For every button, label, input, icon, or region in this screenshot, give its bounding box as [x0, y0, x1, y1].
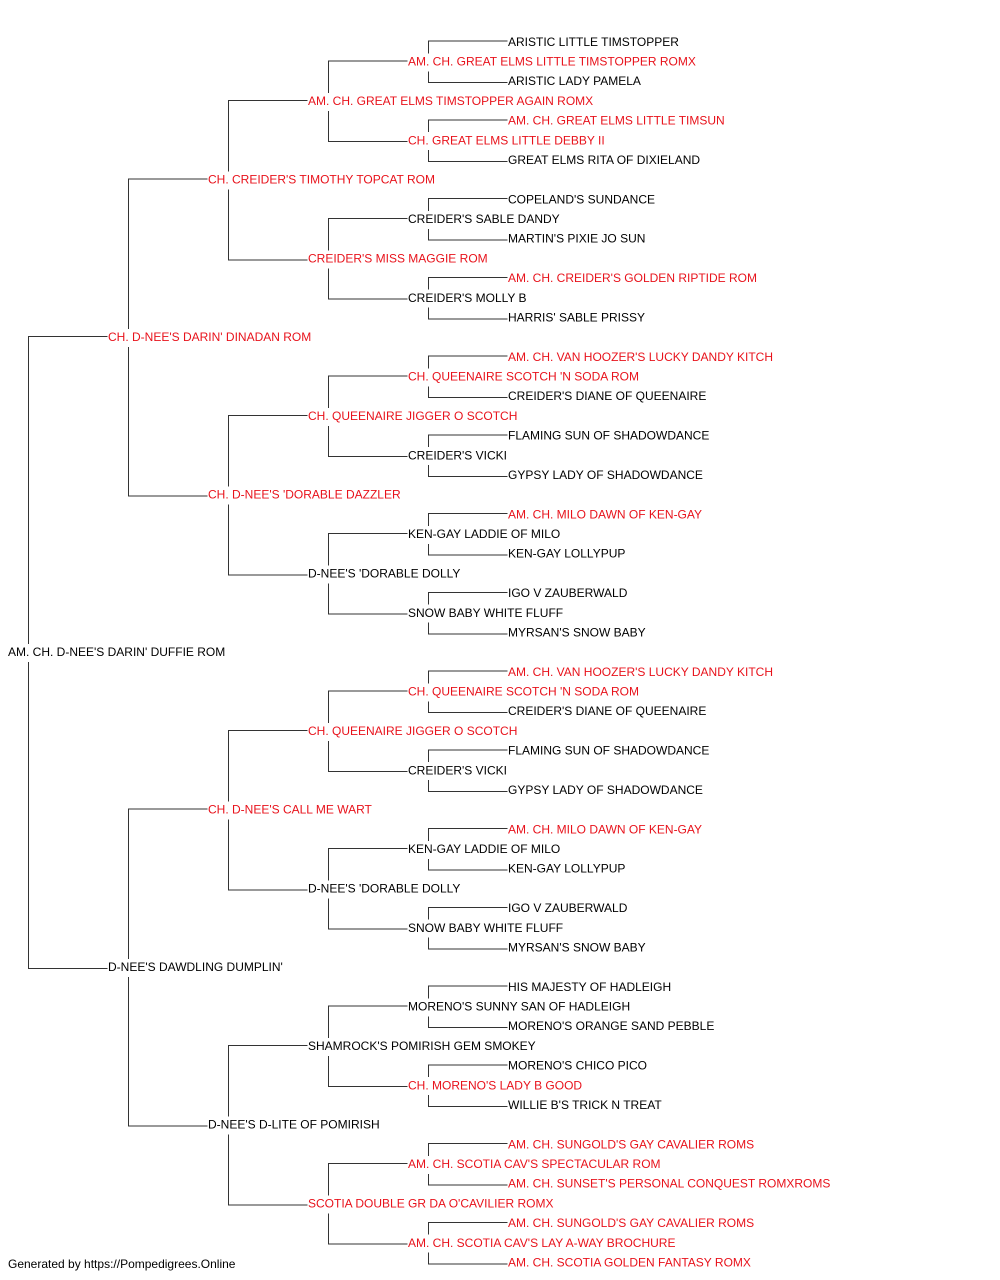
connector-dd-28 [228, 1044, 308, 1206]
connector-dsss-15 [428, 670, 508, 714]
dog-name-ddsd: CH. MORENO'S LADY B GOOD [408, 1078, 582, 1092]
dog-name-ssdss: COPELAND'S SUNDANCE [508, 192, 655, 206]
dog-name-sssdd: GREAT ELMS RITA OF DIXIELAND [508, 153, 700, 167]
dog-name-sssds: AM. CH. GREAT ELMS LITTLE TIMSUN [508, 114, 725, 128]
dog-name-dsssd: CREIDER'S DIANE OF QUEENAIRE [508, 704, 706, 718]
dog-name-dddds: AM. CH. SUNGOLD'S GAY CAVALIER ROMS [508, 1216, 754, 1230]
connector-sdd-12 [328, 532, 408, 615]
dog-name-dsd: D-NEE'S 'DORABLE DOLLY [308, 881, 460, 895]
dog-name-dsdss: AM. CH. MILO DAWN OF KEN-GAY [508, 822, 702, 836]
dog-name-dsss: CH. QUEENAIRE SCOTCH 'N SODA ROM [408, 685, 639, 699]
dog-name-dddsd: AM. CH. SUNSET'S PERSONAL CONQUEST ROMXR… [508, 1177, 830, 1191]
dog-name-dss: CH. QUEENAIRE JIGGER O SCOTCH [308, 724, 517, 738]
dog-name-sdsds: FLAMING SUN OF SHADOWDANCE [508, 429, 709, 443]
dog-name-sdsdd: GYPSY LADY OF SHADOWDANCE [508, 468, 703, 482]
dog-name-sddss: AM. CH. MILO DAWN OF KEN-GAY [508, 507, 702, 521]
connector-ddd-27 [328, 1162, 408, 1245]
dog-name-dssd: CREIDER'S VICKI [408, 763, 507, 777]
connector-sdsd-8 [428, 434, 508, 477]
dog-name-ssddd: HARRIS' SABLE PRISSY [508, 310, 645, 324]
dog-name-sssd: CH. GREAT ELMS LITTLE DEBBY II [408, 133, 605, 147]
dog-name-dsdds: IGO V ZAUBERWALD [508, 901, 628, 915]
dog-name-dssss: AM. CH. VAN HOOZER'S LUCKY DANDY KITCH [508, 665, 773, 679]
connector-ss-6 [228, 99, 308, 261]
connector-ddsd-23 [428, 1064, 508, 1107]
dog-name-dsdd: SNOW BABY WHITE FLUFF [408, 921, 563, 935]
dog-name-dds: SHAMROCK'S POMIRISH GEM SMOKEY [308, 1039, 536, 1053]
dog-name-ddd: SCOTIA DOUBLE GR DA O'CAVILIER ROMX [308, 1196, 553, 1210]
dog-name-ss: CH. CREIDER'S TIMOTHY TOPCAT ROM [208, 173, 435, 187]
dog-name-sddsd: KEN-GAY LOLLYPUP [508, 547, 625, 561]
connector-ssd-5 [328, 217, 408, 300]
dog-name-ssdd: CREIDER'S MOLLY B [408, 291, 527, 305]
pedigree-connectors [28, 40, 508, 1265]
connector-dssd-16 [428, 749, 508, 792]
connector-sss-2 [328, 60, 408, 143]
connector-ddss-22 [428, 985, 508, 1029]
dog-name-ssd: CREIDER'S MISS MAGGIE ROM [308, 251, 488, 265]
dog-name-dddd: AM. CH. SCOTIA CAV'S LAY A-WAY BROCHURE [408, 1236, 675, 1250]
connector-ssss-0 [428, 40, 508, 84]
dog-name-sdsss: AM. CH. VAN HOOZER'S LUCKY DANDY KITCH [508, 350, 773, 364]
generated-by-footer: Generated by https://Pompedigrees.Online [8, 1257, 236, 1271]
connector-sddd-11 [428, 591, 508, 635]
pedigree-labels: AM. CH. D-NEE'S DARIN' DUFFIE ROM CH. D-N… [8, 35, 830, 1270]
dog-name-ssdds: AM. CH. CREIDER'S GOLDEN RIPTIDE ROM [508, 271, 757, 285]
dog-name-dssds: FLAMING SUN OF SHADOWDANCE [508, 744, 709, 758]
dog-name-d: D-NEE'S DAWDLING DUMPLIN' [108, 960, 283, 974]
dog-name-sdsd: CREIDER'S VICKI [408, 448, 507, 462]
dog-name-ddds: AM. CH. SCOTIA CAV'S SPECTACULAR ROM [408, 1157, 661, 1171]
dog-name-ddssd: MORENO'S ORANGE SAND PEBBLE [508, 1019, 714, 1033]
dog-name-ssds: CREIDER'S SABLE DANDY [408, 212, 560, 226]
dog-name-dssdd: GYPSY LADY OF SHADOWDANCE [508, 783, 703, 797]
connector-sd-13 [228, 414, 308, 576]
dog-name-sdd: D-NEE'S 'DORABLE DOLLY [308, 566, 460, 580]
dog-name-dsdsd: KEN-GAY LOLLYPUP [508, 862, 625, 876]
connector-dss-17 [328, 690, 408, 773]
dog-name-sssss: ARISTIC LITTLE TIMSTOPPER [508, 35, 679, 49]
connector-sds-9 [328, 375, 408, 458]
dog-name-ssssd: ARISTIC LADY PAMELA [508, 74, 641, 88]
connector-subject-30 [28, 336, 108, 969]
connector-dsds-18 [428, 828, 508, 871]
connector-dsd-20 [328, 847, 408, 930]
dog-name-dd: D-NEE'S D-LITE OF POMIRISH [208, 1118, 380, 1132]
dog-name-ds: CH. D-NEE'S CALL ME WART [208, 803, 373, 817]
dog-name-dddss: AM. CH. SUNGOLD'S GAY CAVALIER ROMS [508, 1137, 754, 1151]
dog-name-sss: AM. CH. GREAT ELMS TIMSTOPPER AGAIN ROMX [308, 94, 593, 108]
dog-name-ddss: MORENO'S SUNNY SAN OF HADLEIGH [408, 1000, 630, 1014]
dog-name-dsds: KEN-GAY LADDIE OF MILO [408, 842, 560, 856]
connector-s-14 [128, 178, 208, 497]
connector-sdss-7 [428, 355, 508, 399]
dog-name-ssss: AM. CH. GREAT ELMS LITTLE TIMSTOPPER ROM… [408, 55, 696, 69]
dog-name-s: CH. D-NEE'S DARIN' DINADAN ROM [108, 330, 311, 344]
dog-name-sddds: IGO V ZAUBERWALD [508, 586, 628, 600]
connector-ssds-3 [428, 198, 508, 241]
dog-name-ddsds: MORENO'S CHICO PICO [508, 1059, 647, 1073]
connector-dsdd-19 [428, 906, 508, 950]
connector-sssd-1 [428, 119, 508, 162]
dog-name-sdssd: CREIDER'S DIANE OF QUEENAIRE [508, 389, 706, 403]
dog-name-ddsdd: WILLIE B'S TRICK N TREAT [508, 1098, 662, 1112]
dog-name-sdds: KEN-GAY LADDIE OF MILO [408, 527, 560, 541]
dog-name-subject: AM. CH. D-NEE'S DARIN' DUFFIE ROM [8, 645, 225, 659]
dog-name-ssdsd: MARTIN'S PIXIE JO SUN [508, 232, 645, 246]
connector-ds-21 [228, 729, 308, 891]
dog-name-sddd: SNOW BABY WHITE FLUFF [408, 606, 563, 620]
dog-name-sd: CH. D-NEE'S 'DORABLE DAZZLER [208, 488, 401, 502]
dog-name-sds: CH. QUEENAIRE JIGGER O SCOTCH [308, 409, 517, 423]
dog-name-dsddd: MYRSAN'S SNOW BABY [508, 940, 646, 954]
connector-dds-24 [328, 1005, 408, 1088]
dog-name-ddsss: HIS MAJESTY OF HADLEIGH [508, 980, 671, 994]
connector-d-29 [128, 808, 208, 1127]
connector-dddd-26 [428, 1221, 508, 1265]
connector-ssdd-4 [428, 276, 508, 320]
connector-sdds-10 [428, 513, 508, 556]
dog-name-ddddd: AM. CH. SCOTIA GOLDEN FANTASY ROMX [508, 1255, 751, 1269]
connector-ddds-25 [428, 1143, 508, 1186]
dog-name-sdss: CH. QUEENAIRE SCOTCH 'N SODA ROM [408, 370, 639, 384]
dog-name-sdddd: MYRSAN'S SNOW BABY [508, 625, 646, 639]
